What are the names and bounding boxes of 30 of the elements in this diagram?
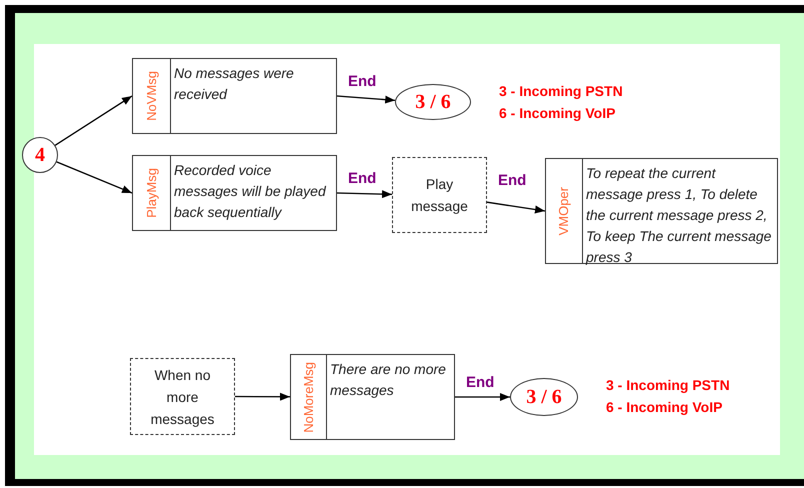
dashed-box bbox=[392, 157, 487, 233]
legend-note: 3 - Incoming PSTN bbox=[606, 376, 730, 395]
state-description: To repeat the current message press 1, To delete the current message press 2, To keep The current message press 3 bbox=[586, 164, 772, 267]
dashed-box bbox=[130, 358, 235, 435]
state-box bbox=[132, 155, 337, 231]
arrow bbox=[336, 95, 396, 104]
state-name: VMOper bbox=[555, 186, 572, 236]
arrow bbox=[56, 161, 132, 194]
state-number: 3 / 6 bbox=[526, 385, 562, 410]
legend-note: 6 - Incoming VoIP bbox=[499, 104, 616, 123]
state-description: No messages were received bbox=[174, 64, 295, 104]
box-text: Play message bbox=[410, 175, 469, 216]
state-box bbox=[132, 58, 337, 134]
legend-note: 6 - Incoming VoIP bbox=[606, 398, 724, 417]
state-description: There are no more messages bbox=[330, 360, 447, 400]
state-box bbox=[545, 158, 778, 264]
box-text: When no more messages bbox=[150, 366, 216, 429]
arrow bbox=[336, 190, 392, 198]
state-name: PlayMsg bbox=[142, 168, 160, 218]
arrow bbox=[455, 393, 510, 401]
legend-note: 3 - Incoming PSTN bbox=[499, 82, 623, 101]
state-name: NoMoreMsg bbox=[300, 362, 317, 432]
state-description: Recorded voice messages will be played back sequentially bbox=[174, 161, 328, 222]
arrow bbox=[54, 95, 132, 146]
state-name: NoVMsg bbox=[142, 71, 160, 121]
arrow bbox=[486, 202, 546, 214]
arrow bbox=[235, 392, 290, 401]
state-number: 4 bbox=[35, 143, 45, 168]
state-box bbox=[290, 354, 455, 440]
state-number: 3 / 6 bbox=[415, 90, 451, 115]
